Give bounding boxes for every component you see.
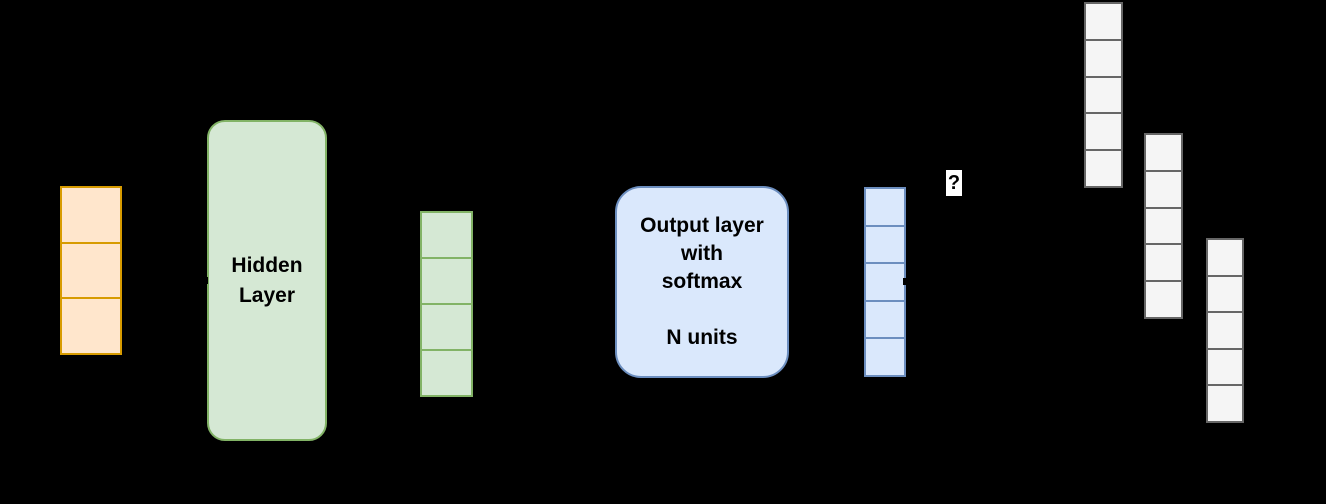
arrowhead-artifact [903,278,907,285]
arrowhead-artifact [204,277,208,284]
vector-cell [864,187,906,227]
gray-vector-1 [1084,2,1123,188]
hidden-layer-label: Hidden Layer [231,253,303,307]
vector-cell [1144,280,1183,319]
output-vector [864,187,906,377]
vector-cell [60,241,122,300]
vector-cell [1144,206,1183,246]
vector-cell [1206,384,1244,423]
vector-cell [1206,274,1244,314]
vector-cell [1084,149,1123,188]
vector-cell [1144,169,1183,209]
vector-cell [1206,238,1244,277]
vector-cell [60,297,122,356]
vector-cell [60,186,122,244]
vector-cell [864,337,906,377]
vector-cell [1084,112,1123,152]
vector-cell [420,303,473,351]
arrowhead-artifact [1080,92,1083,100]
vector-cell [1144,133,1183,172]
hidden-layer-box: Hidden Layer [207,120,327,441]
vector-cell [420,257,473,305]
vector-cell [1084,38,1123,78]
gray-vector-3 [1206,238,1244,423]
vector-cell [864,299,906,340]
vector-cell [1206,347,1244,387]
vector-cell [1084,75,1123,115]
question-mark: ? [946,170,962,196]
vector-cell [864,262,906,302]
gray-vector-2 [1144,133,1183,319]
output-layer-label: Output layer with softmax N units [640,214,764,349]
output-layer-box: Output layer with softmax N units [615,186,789,378]
vector-cell [1144,243,1183,283]
input-vector [60,186,122,356]
hidden-vector [420,211,473,397]
vector-cell [420,211,473,259]
vector-cell [1084,2,1123,41]
vector-cell [420,349,473,397]
vector-cell [1206,311,1244,350]
vector-cell [864,224,906,265]
